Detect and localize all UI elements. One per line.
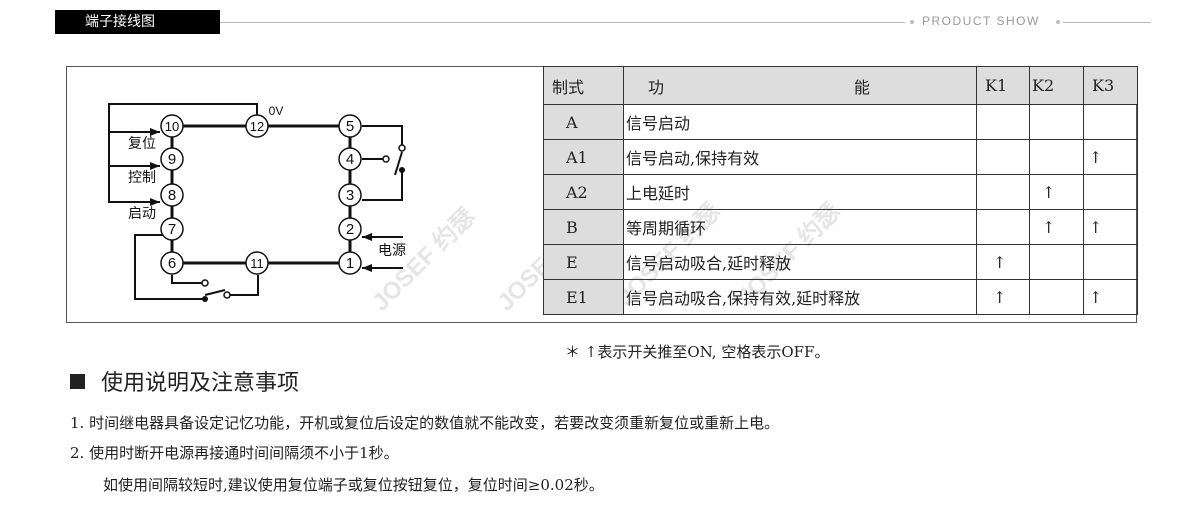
- label-reset: 复位: [128, 135, 156, 151]
- terminal-8: 8: [168, 187, 176, 204]
- instruction-item: 如使用间隔较短时,建议使用复位端子或复位按钮复位，复位时间≥0.02秒。: [103, 476, 604, 494]
- mode-cell: B: [543, 209, 624, 245]
- wiring-diagram: 10 12 5 9 4 8 3 7 2 6 11 1 0V 复位 控制 启动 电…: [108, 103, 406, 302]
- instruction-item: 1. 时间继电器具备设定记忆功能，开机或复位后设定的数值就不能改变，若要改变须重…: [70, 414, 780, 432]
- k1-cell: [976, 139, 1030, 175]
- table-header-row: 制式 功能 K1 K2 K3: [543, 66, 1138, 105]
- terminal-2: 2: [346, 221, 354, 238]
- header-tagline: PRODUCT SHOW: [922, 14, 1040, 28]
- terminal-10: 10: [165, 119, 179, 134]
- k1-cell: ↑: [976, 244, 1030, 280]
- k3-cell: [1083, 244, 1138, 280]
- function-cell: 等周期循环: [623, 209, 977, 245]
- k2-cell: [1029, 104, 1084, 140]
- mode-cell: E: [543, 244, 624, 280]
- k3-cell: [1083, 104, 1138, 140]
- header-k1: K1: [976, 66, 1030, 105]
- header-divider: [220, 22, 905, 23]
- function-cell: 信号启动: [623, 104, 977, 140]
- section-header-terminal-wiring: 端子接线图: [55, 10, 220, 34]
- label-power: 电源: [378, 242, 406, 258]
- k3-cell: ↑: [1083, 279, 1138, 315]
- k1-cell: ↑: [976, 279, 1030, 315]
- label-0v: 0V: [269, 104, 284, 118]
- terminal-11: 11: [250, 256, 264, 271]
- k2-cell: [1029, 279, 1084, 315]
- mode-cell: E1: [543, 279, 624, 315]
- mode-cell: A2: [543, 174, 624, 210]
- k1-cell: [976, 174, 1030, 210]
- k3-cell: ↑: [1083, 139, 1138, 175]
- k1-cell: [976, 104, 1030, 140]
- header-mode: 制式: [543, 66, 624, 105]
- function-cell: 信号启动吸合,保持有效,延时释放: [623, 279, 977, 315]
- terminal-3: 3: [346, 187, 354, 204]
- square-bullet-icon: [70, 373, 85, 389]
- header-function-a: 功: [648, 77, 665, 97]
- terminal-1: 1: [346, 255, 354, 272]
- function-cell: 信号启动,保持有效: [623, 139, 977, 175]
- k1-cell: [976, 209, 1030, 245]
- instruction-item: 2. 使用时断开电源再接通时间间隔须不小于1秒。: [70, 444, 399, 462]
- k3-cell: ↑: [1083, 209, 1138, 245]
- k2-cell: [1029, 139, 1084, 175]
- header-k3: K3: [1083, 66, 1138, 105]
- k2-cell: ↑: [1029, 174, 1084, 210]
- terminal-12: 12: [250, 119, 264, 134]
- instructions-heading: 使用说明及注意事项: [70, 365, 299, 397]
- k2-cell: [1029, 244, 1084, 280]
- k2-cell: ↑: [1029, 209, 1084, 245]
- label-start: 启动: [128, 205, 156, 221]
- terminal-7: 7: [168, 221, 176, 238]
- header-function-b: 能: [854, 77, 871, 97]
- mode-cell: A1: [543, 139, 624, 175]
- function-cell: 信号启动吸合,延时释放: [623, 244, 977, 280]
- header-divider: [1063, 22, 1151, 23]
- mode-cell: A: [543, 104, 624, 140]
- header-function: 功能: [623, 66, 977, 105]
- label-control: 控制: [128, 169, 156, 185]
- terminal-9: 9: [168, 151, 176, 168]
- header-dot: [910, 20, 914, 24]
- table-legend-note: ＊ ↑表示开关推至ON, 空格表示OFF。: [565, 343, 830, 361]
- instructions-title: 使用说明及注意事项: [101, 371, 300, 396]
- k3-cell: [1083, 174, 1138, 210]
- terminal-4: 4: [346, 151, 354, 168]
- header-k2: K2: [1029, 66, 1084, 105]
- terminal-5: 5: [346, 118, 354, 135]
- function-cell: 上电延时: [623, 174, 977, 210]
- header-dot: [1056, 20, 1060, 24]
- terminal-6: 6: [168, 255, 176, 272]
